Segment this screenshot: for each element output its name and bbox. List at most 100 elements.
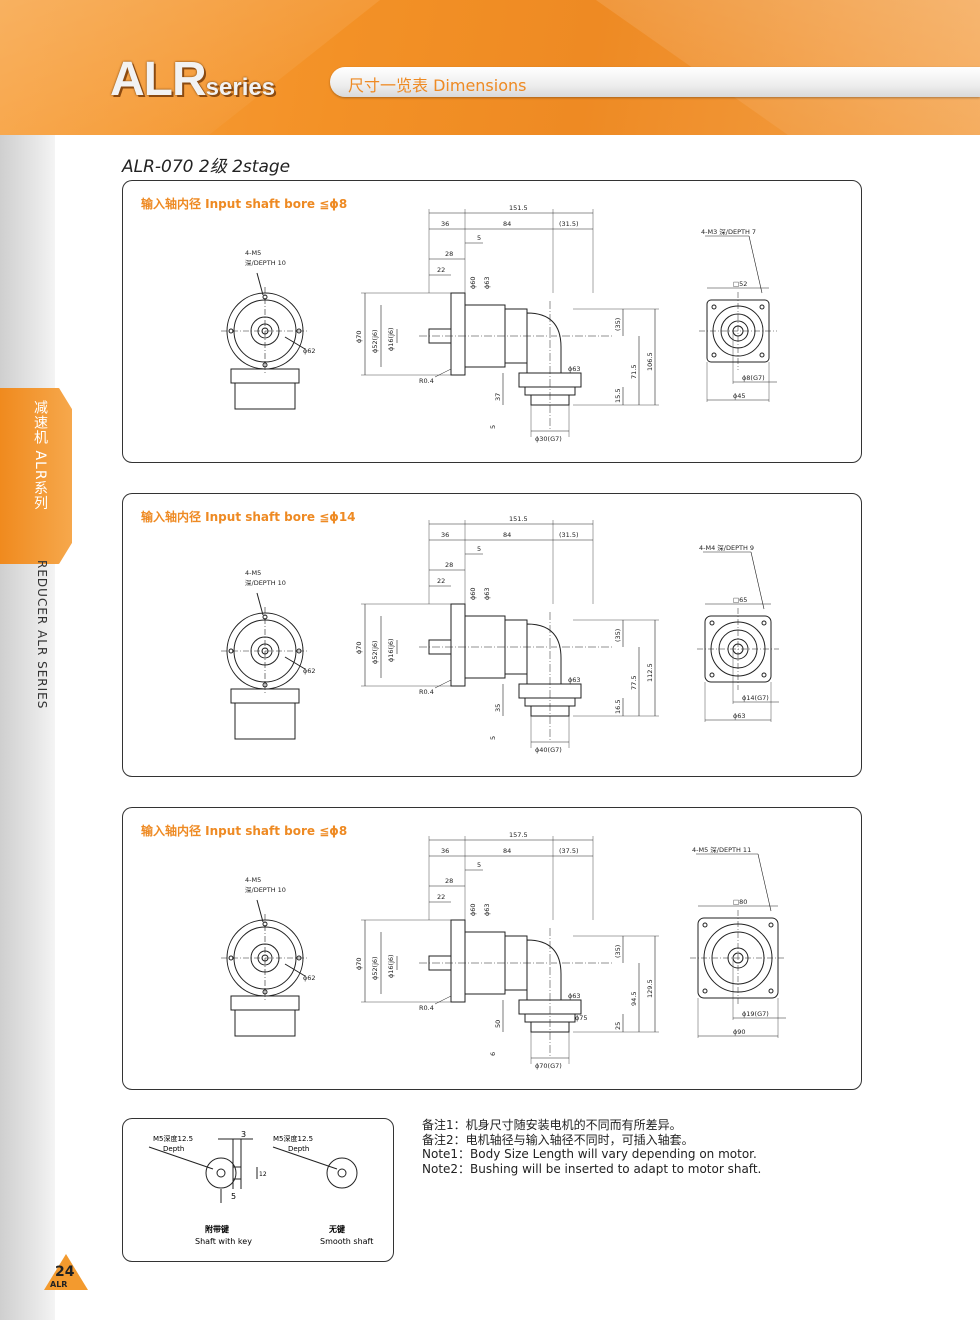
dim-bottom-5: 5 <box>489 425 497 429</box>
keyed-shaft-circle <box>205 1157 237 1189</box>
hole-spec: 4-M5 <box>245 569 261 577</box>
output-bore-label: ϕ8(G7) <box>742 374 765 382</box>
dim-radius: R0.4 <box>419 1004 434 1012</box>
dim-phi60: ϕ60 <box>469 587 477 600</box>
dim-phi52: ϕ52(j6) <box>371 329 379 353</box>
dim-phi63-lower: ϕ63 <box>568 676 581 684</box>
dim-71: 94.5 <box>630 992 638 1006</box>
mount-hole <box>768 922 774 928</box>
dim-31: (37.5) <box>559 847 579 855</box>
dim-5: 5 <box>477 234 481 242</box>
output-pcd-label: ϕ90 <box>733 1028 746 1036</box>
logo-sub: series <box>205 74 276 101</box>
mount-hole <box>759 352 765 358</box>
dim-35: (35) <box>614 629 622 642</box>
pcd-label: ϕ62 <box>303 347 316 355</box>
dim-phi70: ϕ70 <box>355 330 363 343</box>
keyed-dim-12: 12 <box>259 1171 267 1178</box>
right-angle-housing <box>526 623 562 685</box>
dim-total-height: 112.5 <box>646 663 654 682</box>
dim-phi52: ϕ52(j6) <box>371 956 379 980</box>
dim-36: 36 <box>441 847 449 855</box>
note-4: Note2：Bushing will be inserted to adapt … <box>422 1161 762 1176</box>
dim-radius: R0.4 <box>419 377 434 385</box>
section-title-bar: 尺寸一览表 Dimensions <box>330 67 980 97</box>
dim-total-height: 129.5 <box>646 979 654 998</box>
flange-square-size: □65 <box>733 596 747 604</box>
output-pcd-label: ϕ45 <box>733 392 746 400</box>
dim-36: 36 <box>441 220 449 228</box>
dim-phi63: ϕ63 <box>483 903 491 916</box>
dim-31: (31.5) <box>559 220 579 228</box>
dim-35: (35) <box>614 318 622 331</box>
dim-22: 22 <box>437 893 445 901</box>
smooth-caption: 无键 <box>328 1224 345 1234</box>
dim-31: (31.5) <box>559 531 579 539</box>
dim-37: 35 <box>494 704 502 712</box>
smooth-label-2: Depth <box>288 1145 309 1153</box>
rail-series-label: REDUCER ALR SERIES <box>35 560 49 710</box>
output-hole-spec: 4-M4 深/DEPTH 9 <box>699 543 754 552</box>
mount-hole <box>759 304 765 310</box>
dim-5: 5 <box>477 861 481 869</box>
output-bore-label: ϕ14(G7) <box>742 694 769 702</box>
dim-84: 84 <box>503 220 511 228</box>
keyed-shaft-key <box>232 1166 242 1180</box>
dim-phi63: ϕ63 <box>483 587 491 600</box>
dim-total-length: 157.5 <box>509 831 528 839</box>
rail-tab-label: 减速机 ALR系列 <box>32 400 48 511</box>
dim-total-length: 151.5 <box>509 515 528 523</box>
mount-hole <box>768 988 774 994</box>
shaft-diagrams: M5深度12.5 Depth 3 5 12 M5深度12.5 Depth 附带键… <box>148 1130 373 1246</box>
dim-total-height: 106.5 <box>646 352 654 371</box>
dim-84: 84 <box>503 847 511 855</box>
dim-phi63-lower: ϕ63 <box>568 365 581 373</box>
mount-hole <box>709 672 715 678</box>
series-logo: ALRseries <box>110 52 275 107</box>
smooth-shaft-circle <box>326 1157 358 1189</box>
hole-depth: 深/DEPTH 10 <box>245 258 286 267</box>
panel-label: 输入轴内径 Input shaft bore ≦ϕ8 <box>141 824 348 838</box>
notes-block: 备注1：机身尺寸随安装电机的不同而有所差异。 备注2：电机轴径与输入轴径不同时，… <box>422 1118 761 1176</box>
shaft-type-panel: M5深度12.5 Depth 3 5 12 M5深度12.5 Depth 附带键… <box>122 1118 394 1262</box>
mount-hole <box>711 352 717 358</box>
dim-phi63: ϕ63 <box>483 276 491 289</box>
keyed-label-2: Depth <box>163 1145 184 1153</box>
dim-28: 28 <box>445 877 453 885</box>
smooth-label-1: M5深度12.5 <box>273 1134 313 1143</box>
dim-phi16: ϕ16(j6) <box>387 327 395 351</box>
hole-spec: 4-M5 <box>245 876 261 884</box>
dim-71: 71.5 <box>630 365 638 379</box>
dim-phi70: ϕ70 <box>355 641 363 654</box>
keyed-label-1: M5深度12.5 <box>153 1134 193 1143</box>
panel-label: 输入轴内径 Input shaft bore ≦ϕ14 <box>141 510 356 524</box>
hole-depth: 深/DEPTH 10 <box>245 578 286 587</box>
dim-phi52: ϕ52(j6) <box>371 640 379 664</box>
mount-hole <box>709 620 715 626</box>
dim-15: 15.5 <box>614 389 622 403</box>
dim-phi70: ϕ70 <box>355 957 363 970</box>
pcd-label: ϕ62 <box>303 974 316 982</box>
dim-37: 50 <box>494 1020 502 1028</box>
dim-phi60: ϕ60 <box>469 276 477 289</box>
mount-hole <box>761 672 767 678</box>
dim-phi60: ϕ60 <box>469 903 477 916</box>
dim-radius: R0.4 <box>419 688 434 696</box>
dim-output-bore: ϕ40(G7) <box>535 746 562 754</box>
page-sub: ALR <box>50 1280 68 1289</box>
mount-hole <box>711 304 717 310</box>
model-heading: ALR-070 2级 2stage <box>122 157 291 177</box>
dim-22: 22 <box>437 577 445 585</box>
note-1: 备注1：机身尺寸随安装电机的不同而有所差异。 <box>422 1118 682 1132</box>
keyed-caption-en: Shaft with key <box>195 1237 252 1246</box>
dim-phi16: ϕ16(j6) <box>387 638 395 662</box>
note-3: Note1：Body Size Length will vary dependi… <box>422 1147 757 1161</box>
dim-28: 28 <box>445 250 453 258</box>
hole-spec: 4-M5 <box>245 249 261 257</box>
right-angle-housing <box>526 939 562 1001</box>
